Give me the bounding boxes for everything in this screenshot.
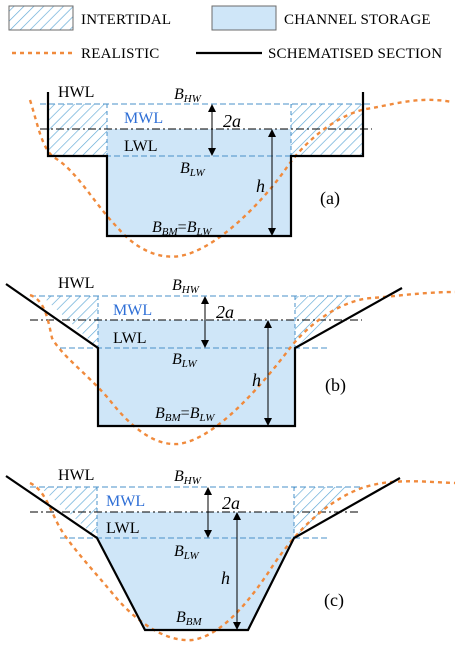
channel-storage-area <box>97 512 294 630</box>
b-hw-label: BHW <box>172 277 200 296</box>
arrow-head <box>208 104 216 112</box>
intertidal-area-right <box>295 296 356 348</box>
intertidal-area-left <box>48 104 107 156</box>
panel-tag: (c) <box>324 590 344 611</box>
arrow-head <box>204 530 212 538</box>
legend-realistic-label: REALISTIC <box>81 46 159 62</box>
schematised-section <box>5 475 401 632</box>
b-hw-label: BHW <box>174 86 202 105</box>
lwl-label: LWL <box>106 520 139 537</box>
depth-label: h <box>252 370 261 390</box>
arrow-head <box>208 148 216 156</box>
tidal-range-label: 2a <box>216 302 234 322</box>
depth-label: h <box>221 568 230 588</box>
mwl-label: MWL <box>124 110 163 127</box>
channel-storage-area <box>107 129 291 236</box>
arrow-head <box>264 418 272 426</box>
hwl-label: HWL <box>58 84 94 101</box>
panel-a: HWL MWL LWL BHW BLW BBM=BLW 2a h (a) <box>28 84 453 258</box>
arrow-head <box>204 487 212 495</box>
b-lw-label: BLW <box>174 543 199 562</box>
b-hw-label: BHW <box>174 468 202 487</box>
hwl-label: HWL <box>58 275 94 292</box>
legend-intertidal-swatch <box>8 5 74 31</box>
b-bm-equals-b-lw-label: BBM=BLW <box>152 219 212 238</box>
depth-label: h <box>256 176 265 196</box>
b-lw-label: BLW <box>172 351 197 370</box>
legend: INTERTIDAL CHANNEL STORAGE REALISTIC SCH… <box>8 5 442 62</box>
b-lw-label: BLW <box>180 160 205 179</box>
lwl-label: LWL <box>113 330 146 347</box>
legend-channel-storage-swatch <box>211 5 277 31</box>
arrow-head <box>233 622 241 630</box>
mwl-label: MWL <box>113 302 152 319</box>
schematised-section <box>46 92 365 238</box>
arrow-head <box>201 340 209 348</box>
lwl-label: LWL <box>124 138 157 155</box>
realistic-profile <box>28 98 453 258</box>
hwl-label: HWL <box>58 467 94 484</box>
arrow-head <box>201 296 209 304</box>
mwl-label: MWL <box>106 493 145 510</box>
legend-channel-storage-label: CHANNEL STORAGE <box>284 12 431 28</box>
arrow-head <box>268 129 276 137</box>
panel-tag: (a) <box>320 188 340 209</box>
schematised-section <box>5 283 403 428</box>
legend-schematised-label: SCHEMATISED SECTION <box>268 46 442 62</box>
b-bm-label: BBM <box>176 609 203 628</box>
panel-c: HWL MWL LWL BHW BLW BBM 2a h (c) <box>5 467 456 642</box>
arrow-head <box>233 512 241 520</box>
arrow-head <box>268 228 276 236</box>
channel-storage-area <box>98 320 295 426</box>
b-bm-equals-b-lw-label: BBM=BLW <box>155 405 215 424</box>
tidal-range-label: 2a <box>223 111 241 131</box>
panel-tag: (b) <box>325 375 346 396</box>
realistic-profile <box>29 290 456 446</box>
panel-b: HWL MWL LWL BHW BLW BBM=BLW 2a h (b) <box>5 275 456 446</box>
tidal-range-label: 2a <box>222 493 240 513</box>
legend-intertidal-label: INTERTIDAL <box>81 12 171 28</box>
intertidal-area-left <box>42 296 98 348</box>
arrow-head <box>264 320 272 328</box>
